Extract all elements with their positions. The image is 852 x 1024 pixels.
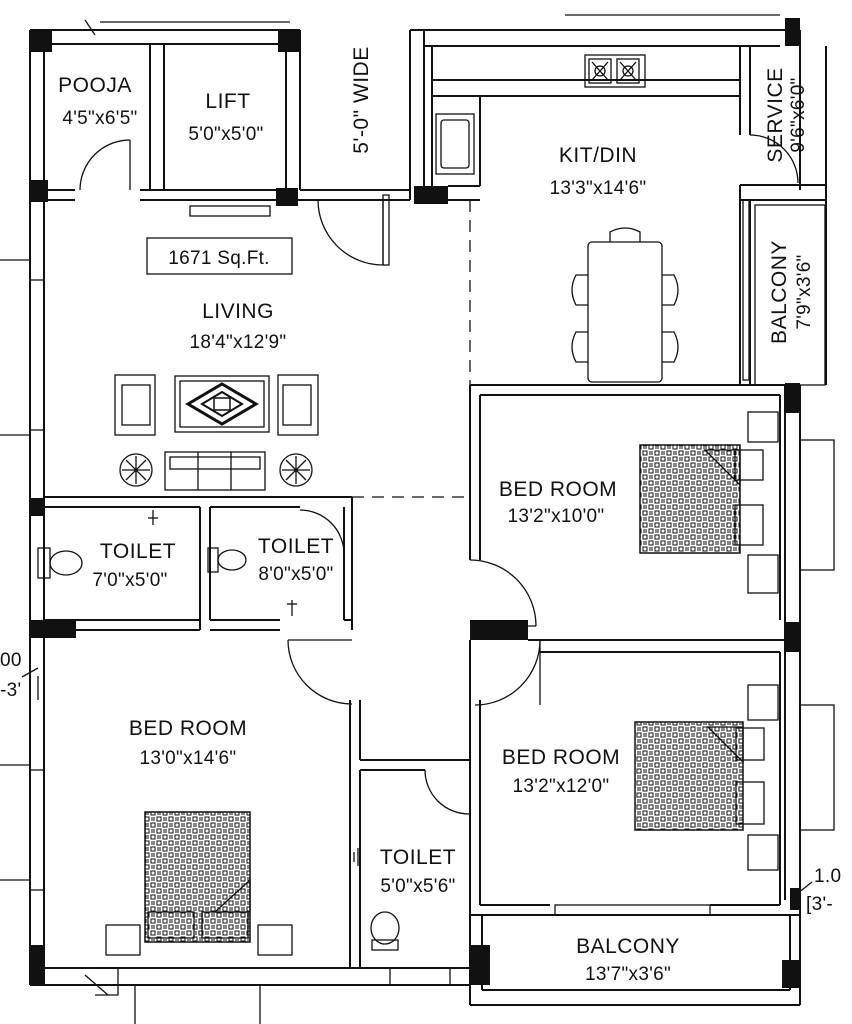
room-label-toilet3: TOILET 5'0"x5'6" [380, 846, 456, 897]
toilet-fixtures [37, 510, 400, 951]
svg-text:SERVICE: SERVICE [764, 67, 787, 162]
area-label: 1671 Sq.Ft. [146, 237, 293, 275]
room-label-pooja: POOJA 4'5"x6'5" [58, 74, 137, 129]
svg-text:BED ROOM: BED ROOM [502, 746, 620, 769]
svg-text:18'4"x12'9": 18'4"x12'9" [190, 332, 287, 353]
room-label-living: LIVING 18'4"x12'9" [190, 300, 287, 353]
svg-text:7'9"x3'6": 7'9"x3'6" [794, 254, 815, 329]
svg-text:BALCONY: BALCONY [576, 935, 680, 958]
room-label-bed3: BED ROOM 13'2"x12'0" [502, 746, 620, 797]
svg-text:8'0"x5'0": 8'0"x5'0" [258, 564, 333, 585]
room-label-lift: LIFT 5'0"x5'0" [188, 90, 263, 145]
svg-text:13'7"x3'6": 13'7"x3'6" [585, 964, 671, 985]
kitchen-sink [435, 113, 475, 175]
room-label-balcony2: BALCONY 13'7"x3'6" [576, 935, 680, 985]
door-swings [79, 134, 799, 996]
svg-text:13'3"x14'6": 13'3"x14'6" [550, 178, 647, 199]
svg-text:KIT/DIN: KIT/DIN [559, 144, 637, 167]
structural-columns [30, 18, 800, 988]
bed-bedroom2 [105, 811, 293, 956]
room-label-service: SERVICE 9'6"x6'0" [764, 67, 809, 162]
room-label-toilet1: TOILET 7'0"x5'0" [92, 540, 176, 591]
room-label-bed2: BED ROOM 13'0"x14'6" [129, 717, 247, 769]
svg-text:LIVING: LIVING [202, 300, 274, 323]
svg-text:BED ROOM: BED ROOM [129, 717, 247, 740]
svg-text:00: 00 [0, 650, 22, 671]
svg-text:7'0"x5'0": 7'0"x5'0" [92, 570, 167, 591]
bed-bedroom1 [639, 411, 779, 594]
interior-walls [44, 44, 826, 968]
corridor-width-label: 5'-0" WIDE [350, 46, 373, 153]
svg-text:13'2"x12'0": 13'2"x12'0" [513, 776, 610, 797]
svg-text:BED ROOM: BED ROOM [499, 478, 617, 501]
svg-text:[3'-: [3'- [806, 894, 833, 915]
svg-text:5'0"x5'0": 5'0"x5'0" [188, 124, 263, 145]
edge-dimension-right: 1.0 [3'- [797, 866, 841, 915]
room-label-bed1: BED ROOM 13'2"x10'0" [499, 478, 617, 527]
svg-text:13'2"x10'0": 13'2"x10'0" [508, 506, 605, 527]
svg-text:POOJA: POOJA [58, 74, 132, 97]
dining-table [571, 227, 679, 383]
stove [584, 54, 646, 88]
svg-text:BALCONY: BALCONY [768, 240, 791, 344]
svg-text:1671 Sq.Ft.: 1671 Sq.Ft. [168, 248, 270, 269]
edge-dimension-left: 00 -3' [0, 650, 39, 701]
living-furniture [114, 374, 319, 491]
svg-text:TOILET: TOILET [258, 535, 334, 558]
svg-text:1.0: 1.0 [814, 866, 841, 887]
svg-text:LIFT: LIFT [205, 90, 250, 113]
svg-text:TOILET: TOILET [100, 540, 176, 563]
bed-bedroom3 [634, 684, 779, 871]
outer-walls [0, 14, 835, 1024]
room-label-toilet2: TOILET 8'0"x5'0" [258, 535, 334, 585]
svg-text:9'6"x6'0": 9'6"x6'0" [788, 77, 809, 152]
svg-text:4'5"x6'5": 4'5"x6'5" [62, 108, 137, 129]
svg-text:5'0"x5'6": 5'0"x5'6" [380, 876, 455, 897]
svg-text:13'0"x14'6": 13'0"x14'6" [140, 748, 237, 769]
svg-text:TOILET: TOILET [380, 846, 456, 869]
room-label-balcony1: BALCONY 7'9"x3'6" [768, 240, 815, 344]
svg-text:-3': -3' [0, 680, 21, 701]
room-label-kitdin: KIT/DIN 13'3"x14'6" [550, 144, 647, 199]
